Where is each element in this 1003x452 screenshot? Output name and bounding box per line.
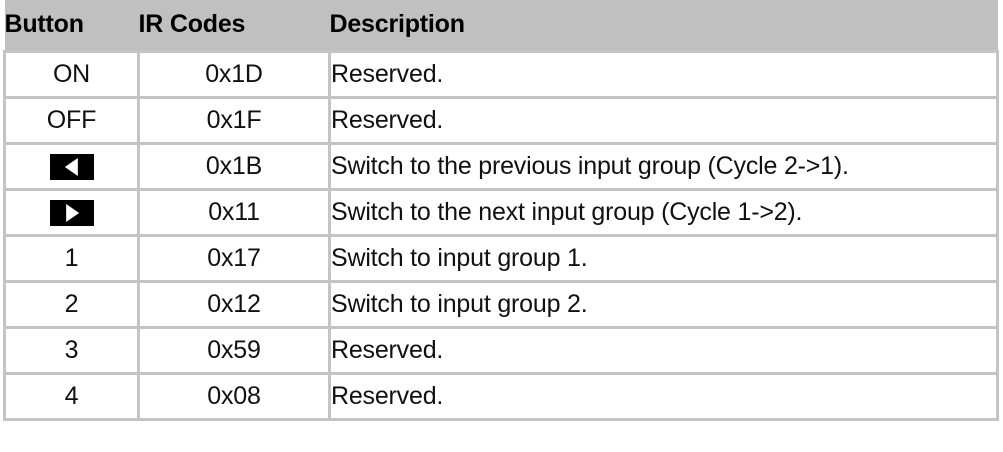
cell-ir-code: 0x1B bbox=[137, 143, 331, 191]
cell-ir-code: 0x59 bbox=[137, 327, 331, 375]
table-row: 0x11 Switch to the next input group (Cyc… bbox=[3, 189, 999, 237]
table-row: 0x1B Switch to the previous input group … bbox=[3, 143, 999, 191]
table-row: 4 0x08 Reserved. bbox=[3, 373, 999, 421]
cell-ir-code: 0x11 bbox=[137, 189, 331, 237]
cell-description: Switch to input group 2. bbox=[328, 281, 999, 329]
cell-description: Reserved. bbox=[328, 373, 999, 421]
ir-code-table-container: Button IR Codes Description ON 0x1D Rese… bbox=[3, 0, 999, 421]
cell-description: Switch to input group 1. bbox=[328, 235, 999, 283]
cell-button: 4 bbox=[3, 373, 140, 421]
cell-button: 1 bbox=[3, 235, 140, 283]
table-header: Button IR Codes Description bbox=[4, 0, 998, 51]
cell-ir-code: 0x12 bbox=[137, 281, 331, 329]
arrow-right-button-icon bbox=[49, 199, 94, 226]
cell-button bbox=[3, 143, 140, 191]
cell-description: Reserved. bbox=[328, 97, 999, 145]
table-row: 1 0x17 Switch to input group 1. bbox=[3, 235, 999, 283]
column-header-description: Description bbox=[329, 0, 998, 51]
table-row: 3 0x59 Reserved. bbox=[3, 327, 999, 375]
cell-button bbox=[3, 189, 140, 237]
cell-button: 3 bbox=[3, 327, 140, 375]
table-header-row: Button IR Codes Description bbox=[4, 0, 998, 51]
cell-ir-code: 0x1D bbox=[137, 49, 331, 99]
table-row: OFF 0x1F Reserved. bbox=[3, 97, 999, 145]
cell-ir-code: 0x1F bbox=[137, 97, 331, 145]
arrow-left-button-icon bbox=[49, 153, 94, 180]
table-row: ON 0x1D Reserved. bbox=[3, 49, 999, 99]
cell-description: Switch to the previous input group (Cycl… bbox=[328, 143, 999, 191]
column-header-button: Button bbox=[4, 0, 139, 51]
cell-ir-code: 0x08 bbox=[137, 373, 331, 421]
table-body: ON 0x1D Reserved. OFF 0x1F Reserved. 0x1… bbox=[3, 49, 999, 421]
cell-ir-code: 0x17 bbox=[137, 235, 331, 283]
cell-description: Switch to the next input group (Cycle 1-… bbox=[328, 189, 999, 237]
cell-button: ON bbox=[3, 49, 140, 99]
ir-code-table: Button IR Codes Description ON 0x1D Rese… bbox=[3, 0, 999, 421]
column-header-ir-codes: IR Codes bbox=[138, 0, 330, 51]
table-row: 2 0x12 Switch to input group 2. bbox=[3, 281, 999, 329]
cell-description: Reserved. bbox=[328, 327, 999, 375]
cell-description: Reserved. bbox=[328, 49, 999, 99]
cell-button: 2 bbox=[3, 281, 140, 329]
cell-button: OFF bbox=[3, 97, 140, 145]
